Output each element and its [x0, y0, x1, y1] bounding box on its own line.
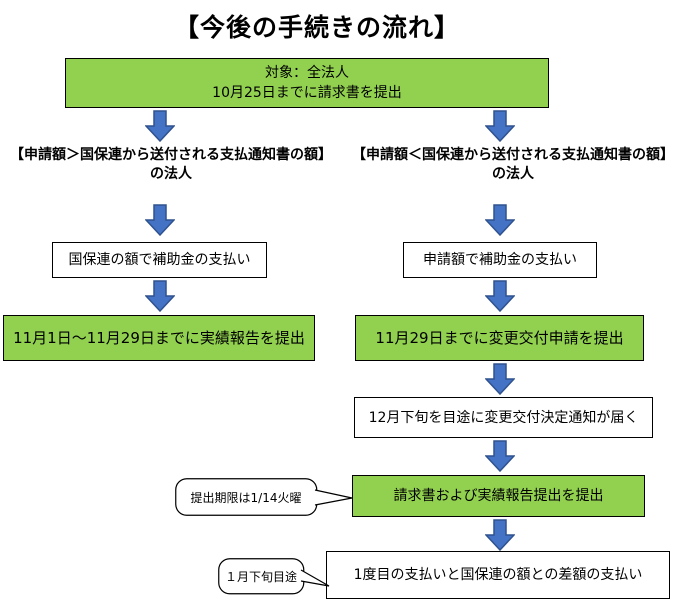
- down-arrow: [485, 204, 515, 236]
- left-step-report-text: 11月1日～11月29日までに実績報告を提出: [13, 329, 305, 347]
- right-step-notice-text: 12月下旬を目途に変更交付決定通知が届く: [368, 409, 639, 426]
- right-step-notice-box: 12月下旬を目途に変更交付決定通知が届く: [354, 397, 653, 438]
- right-step-change-application-text: 11月29日までに変更交付申請を提出: [375, 329, 624, 347]
- down-arrow: [485, 110, 515, 142]
- right-step-invoice-text: 請求書および実績報告提出を提出: [393, 488, 604, 504]
- down-arrow: [485, 280, 515, 312]
- down-arrow: [145, 110, 175, 142]
- callout-deadline: 提出期限は1/14火曜: [175, 478, 355, 518]
- down-arrow: [145, 280, 175, 312]
- down-arrow: [145, 204, 175, 236]
- down-arrow: [485, 440, 515, 472]
- right-step-difference-box: 1度目の支払いと国保連の額との差額の支払い: [326, 551, 670, 599]
- right-step-invoice-box: 請求書および実績報告提出を提出: [352, 475, 645, 517]
- down-arrow: [485, 363, 515, 395]
- start-box: 対象：全法人 10月25日までに請求書を提出: [65, 58, 549, 108]
- callout-bubble-shape: [175, 478, 353, 516]
- callout-deadline-text: 提出期限は1/14火曜: [190, 490, 302, 505]
- start-box-line1: 対象：全法人: [265, 65, 349, 81]
- right-branch-heading-line2: の法人: [492, 166, 534, 182]
- right-step-change-application-box: 11月29日までに変更交付申請を提出: [355, 315, 644, 361]
- down-arrow: [485, 519, 515, 551]
- callout-bubble-shape: [218, 558, 330, 595]
- left-branch-heading-line1: 【申請額＞国保連から送付される支払通知書の額】: [10, 147, 332, 163]
- left-branch-heading-line2: の法人: [150, 166, 192, 182]
- page-title: 【今後の手続きの流れ】: [173, 13, 460, 42]
- right-branch-heading-line1: 【申請額＜国保連から送付される支払通知書の額】: [352, 147, 674, 163]
- right-branch-heading: 【申請額＜国保連から送付される支払通知書の額】 の法人: [342, 146, 684, 184]
- left-step-report-box: 11月1日～11月29日までに実績報告を提出: [3, 315, 315, 361]
- right-step-difference-text: 1度目の支払いと国保連の額との差額の支払い: [353, 567, 643, 583]
- right-step-payment-box: 申請額で補助金の支払い: [403, 242, 597, 278]
- left-step-payment-box: 国保連の額で補助金の支払い: [52, 242, 267, 278]
- callout-late-january: １月下旬目途: [218, 558, 333, 598]
- callout-late-january-text: １月下旬目途: [224, 569, 297, 584]
- left-branch-heading: 【申請額＞国保連から送付される支払通知書の額】 の法人: [0, 146, 342, 184]
- right-step-payment-text: 申請額で補助金の支払い: [423, 252, 577, 268]
- left-step-payment-text: 国保連の額で補助金の支払い: [68, 252, 251, 268]
- start-box-line2: 10月25日までに請求書を提出: [212, 85, 402, 101]
